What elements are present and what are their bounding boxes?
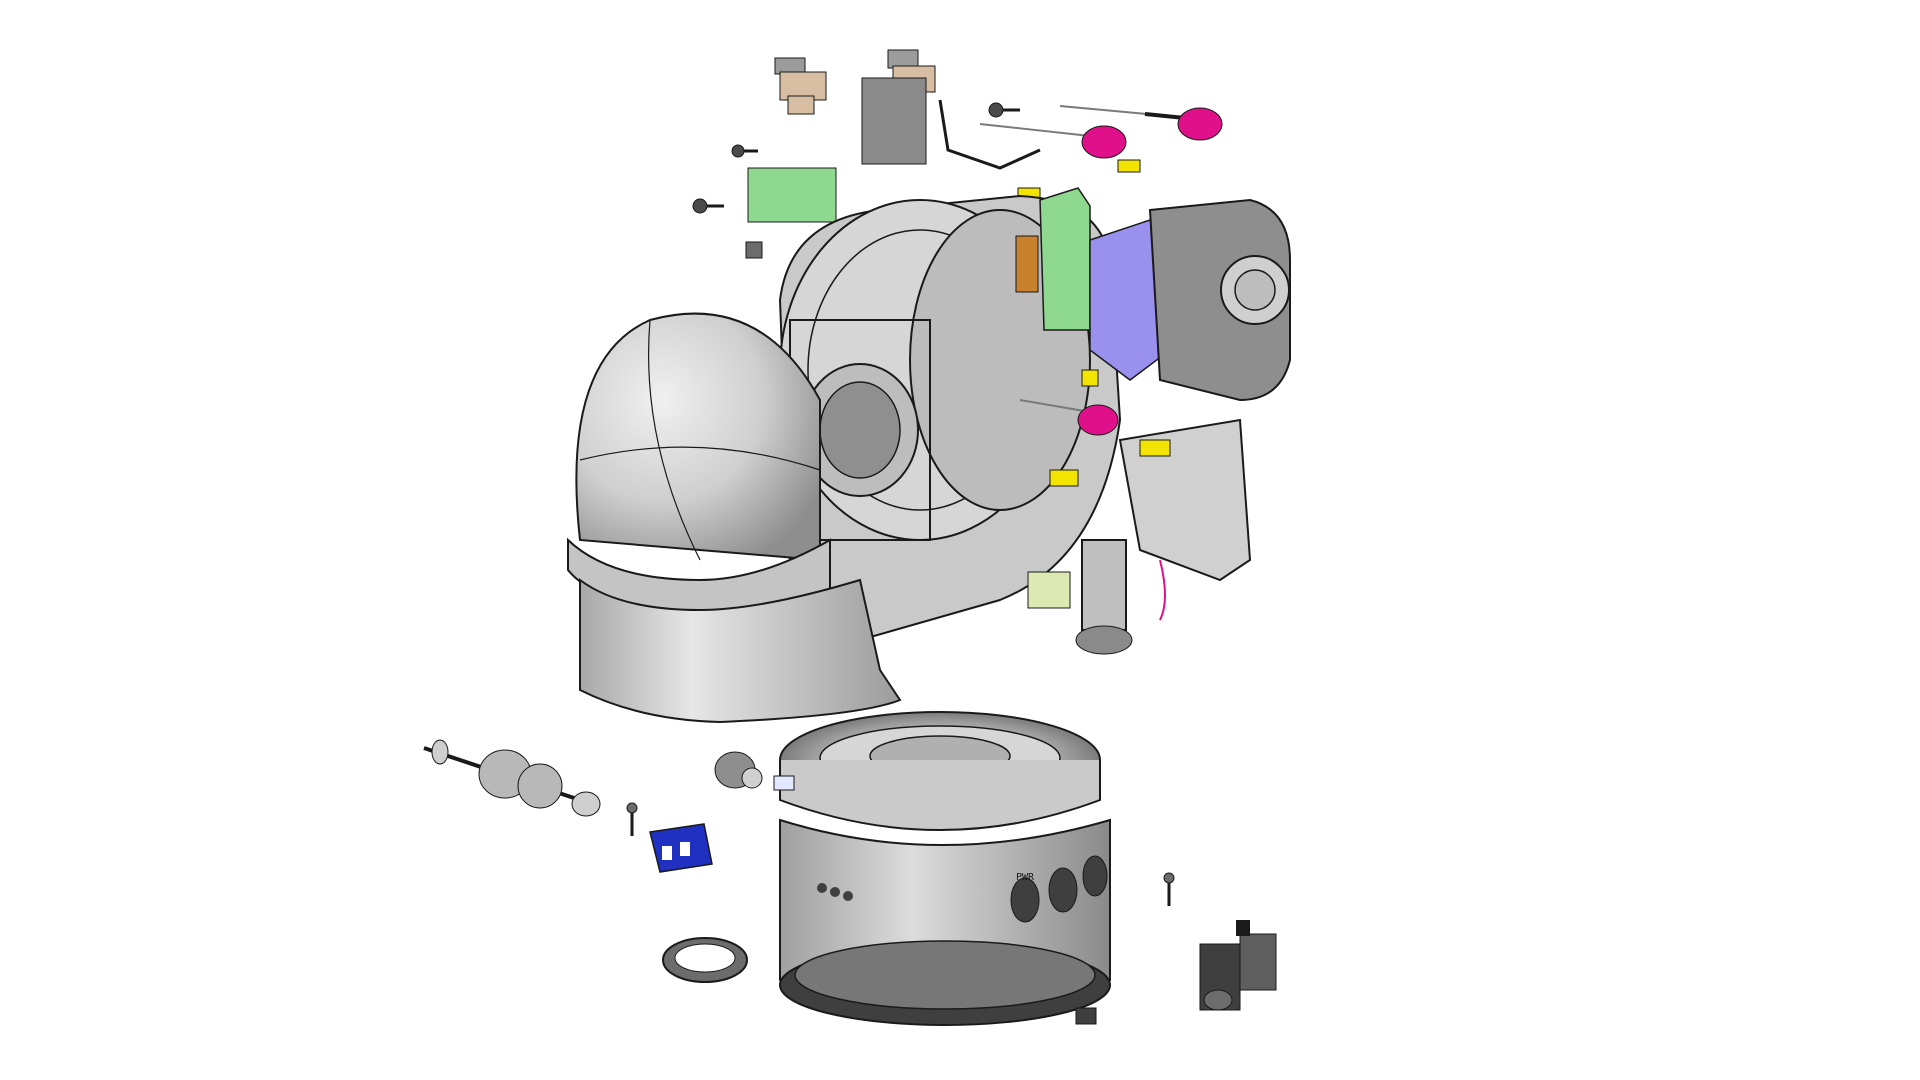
yellow-tag-mid: [1139, 439, 1171, 457]
small-square-chip: [745, 241, 763, 259]
orange-connector: [1015, 235, 1039, 293]
yellow-tag-small: [1081, 369, 1099, 387]
top-wire-harness: [938, 99, 1041, 170]
cylinder-plug: [714, 751, 795, 791]
vent-holes: [817, 883, 853, 901]
top-heatsink-block: [861, 77, 927, 165]
small-wire: [1159, 559, 1166, 621]
dome-base-ring: [567, 537, 902, 724]
yellow-tag-top: [1117, 159, 1141, 173]
top-connector-left: [774, 57, 827, 115]
magenta-pin-top-right: [1059, 105, 1223, 141]
oval-gasket: [662, 937, 748, 983]
vertical-green-pcb: [1039, 187, 1091, 331]
right-connector-cluster: [1199, 920, 1277, 1011]
small-screw-right: [1163, 872, 1175, 906]
bottom-connector-stack: [1075, 539, 1133, 655]
magenta-pin-top-center: [979, 123, 1127, 159]
small-pcb-board: [747, 167, 837, 223]
base-housing: [779, 818, 1111, 1026]
blue-block: [649, 823, 713, 873]
top-screw-1: [988, 102, 1020, 118]
lens-tube: [801, 363, 919, 497]
top-screw-3: [692, 198, 724, 214]
small-screw-left: [626, 802, 638, 836]
camera-module: [1148, 198, 1291, 402]
dome-cover: [575, 312, 821, 562]
yellow-tag-lower: [1049, 469, 1079, 487]
port-label-text: PWR: [1016, 872, 1035, 883]
spring-shaft: [423, 739, 601, 817]
pale-green-clip: [1027, 571, 1071, 609]
magenta-pin-center: [1019, 399, 1119, 436]
right-side-cover: [1118, 418, 1252, 582]
top-screw-2: [731, 144, 758, 158]
rear-port-cluster: PWR: [1010, 855, 1108, 923]
tiny-clip-bottom: [1075, 1007, 1097, 1025]
turntable-ring: [779, 711, 1101, 831]
